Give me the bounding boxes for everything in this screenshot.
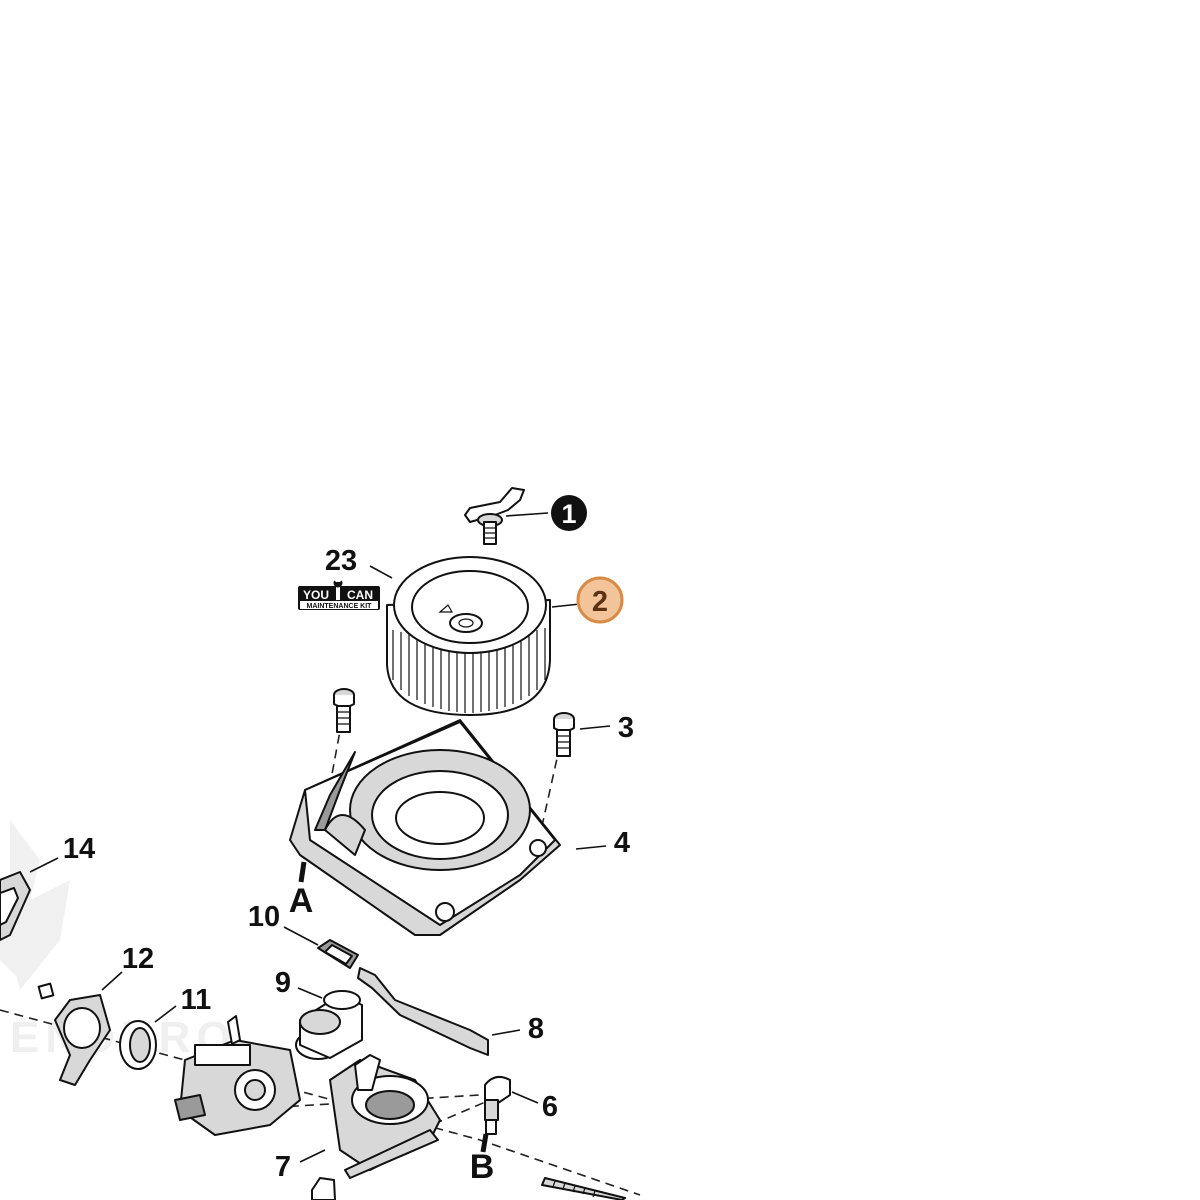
part-sealing-ring[interactable] bbox=[119, 1020, 157, 1070]
marker-a[interactable]: A bbox=[289, 882, 314, 920]
part-intake-flange[interactable] bbox=[329, 1054, 441, 1179]
callout-1[interactable]: 1 bbox=[551, 495, 587, 531]
part-screw-left[interactable] bbox=[333, 688, 355, 733]
part-wing-nut[interactable] bbox=[464, 487, 525, 545]
part-manifold[interactable] bbox=[295, 990, 363, 1060]
part-gasket[interactable] bbox=[0, 871, 31, 941]
badge-can: CAN bbox=[347, 588, 373, 602]
part-sensor[interactable] bbox=[484, 1075, 511, 1135]
part-air-filter[interactable] bbox=[386, 556, 551, 716]
part-carburetor[interactable] bbox=[174, 1015, 301, 1136]
part-throttle-rod[interactable] bbox=[357, 967, 489, 1056]
callout-11[interactable]: 11 bbox=[181, 984, 212, 1016]
callout-9[interactable]: 9 bbox=[275, 967, 291, 999]
callout-12[interactable]: 12 bbox=[122, 943, 154, 975]
callout-7[interactable]: 7 bbox=[275, 1151, 291, 1183]
highlight-circle bbox=[576, 576, 624, 624]
part-filter-base[interactable] bbox=[289, 719, 561, 936]
callout-2-label: 2 bbox=[592, 586, 608, 618]
part-long-bolt[interactable] bbox=[541, 1177, 626, 1200]
callout-23[interactable]: 23 bbox=[325, 545, 357, 577]
maintenance-kit-badge[interactable]: YOU CAN MAINTENANCE KIT bbox=[298, 576, 380, 610]
marker-b[interactable]: B bbox=[470, 1148, 495, 1186]
callout-4[interactable]: 4 bbox=[614, 827, 630, 859]
part-bracket[interactable] bbox=[37, 982, 111, 1086]
callout-2-highlighted[interactable]: 2 bbox=[576, 576, 624, 624]
callout-10[interactable]: 10 bbox=[248, 901, 280, 933]
part-small-fitting[interactable] bbox=[311, 1177, 336, 1200]
part-grommet[interactable] bbox=[317, 939, 359, 969]
callout-1-label: 1 bbox=[561, 499, 576, 529]
callout-6[interactable]: 6 bbox=[542, 1091, 558, 1123]
badge-maintenance-kit: MAINTENANCE KIT bbox=[307, 603, 373, 610]
callout-8[interactable]: 8 bbox=[528, 1013, 544, 1045]
filter-pleats bbox=[392, 628, 546, 713]
callout-14[interactable]: 14 bbox=[63, 833, 95, 865]
leader-lines bbox=[29, 512, 611, 1163]
part-screw-right[interactable] bbox=[553, 712, 575, 757]
callout-3[interactable]: 3 bbox=[618, 712, 634, 744]
badge-you: YOU bbox=[303, 588, 329, 602]
wrench-icon bbox=[333, 576, 343, 600]
